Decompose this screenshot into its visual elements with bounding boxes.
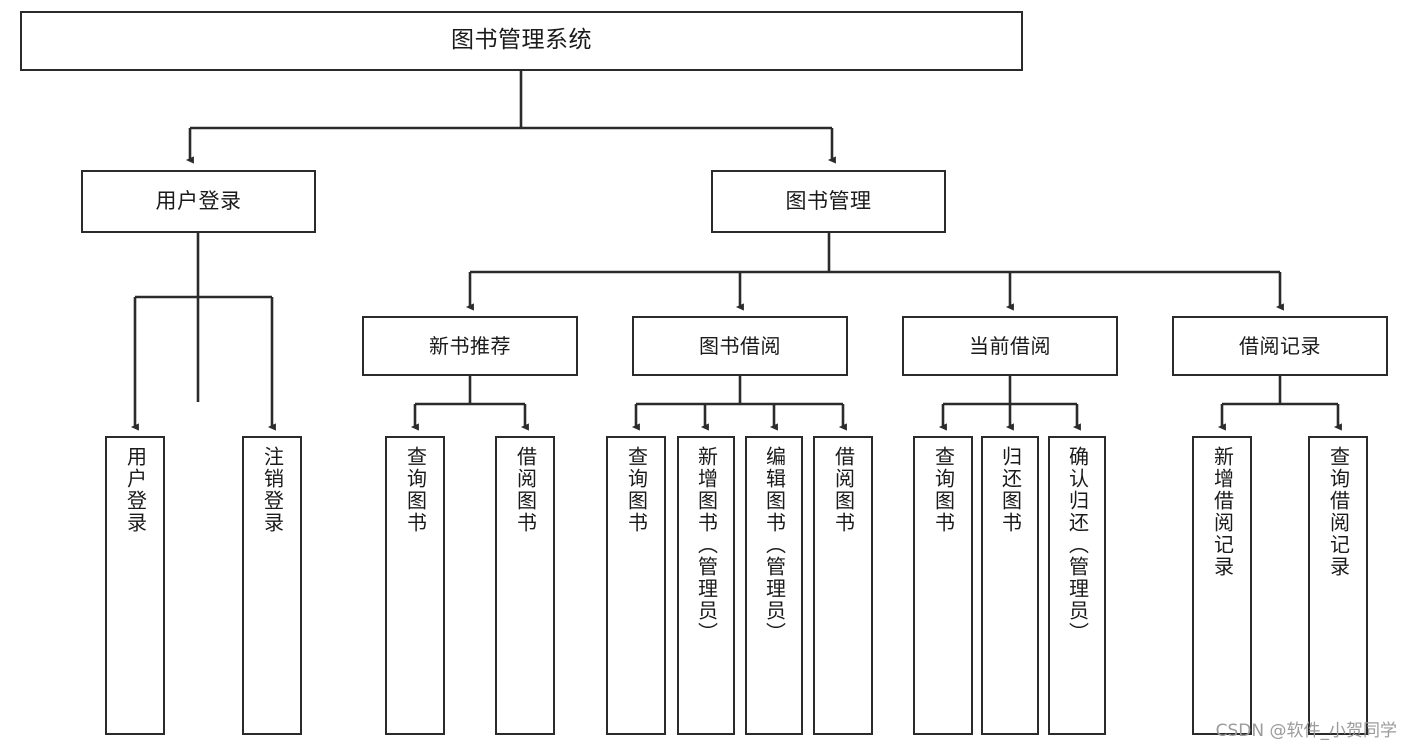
leaf-book-borrow-edit-book-admin[interactable]: 编辑图书（管理员） [745, 436, 803, 735]
node-label: 查询借阅记录 [1326, 446, 1351, 578]
leaf-borrow-record-query-record[interactable]: 查询借阅记录 [1308, 436, 1368, 735]
node-label: 当前借阅 [969, 334, 1051, 358]
node-label: 图书借阅 [699, 334, 781, 358]
leaf-new-book-query-book[interactable]: 查询图书 [385, 436, 445, 735]
leaf-book-borrow-borrow-book[interactable]: 借阅图书 [813, 436, 873, 735]
node-label: 查询图书 [403, 446, 428, 534]
node-label: 用户登录 [123, 446, 148, 534]
node-label: 归还图书 [998, 446, 1023, 534]
leaf-current-borrow-return-book[interactable]: 归还图书 [981, 436, 1039, 735]
node-label: 借阅记录 [1239, 334, 1321, 358]
leaf-new-book-borrow-book[interactable]: 借阅图书 [495, 436, 555, 735]
node-label: 新增借阅记录 [1210, 446, 1235, 578]
node-label: 新书推荐 [429, 334, 511, 358]
node-book-management[interactable]: 图书管理 [711, 170, 946, 233]
node-book-borrow[interactable]: 图书借阅 [632, 316, 848, 376]
node-label: 新增图书（管理员） [694, 446, 719, 644]
node-user-login[interactable]: 用户登录 [81, 170, 316, 233]
node-label: 注销登录 [260, 446, 285, 534]
node-label: 查询图书 [624, 446, 649, 534]
node-label: 图书管理 [785, 188, 872, 213]
node-label: 图书管理系统 [451, 27, 592, 54]
leaf-borrow-record-add-record[interactable]: 新增借阅记录 [1192, 436, 1252, 735]
leaf-current-borrow-query-book[interactable]: 查询图书 [913, 436, 973, 735]
watermark-text: CSDN @软件_小贺同学 [1215, 721, 1397, 741]
node-label: 用户登录 [155, 188, 242, 213]
node-label: 借阅图书 [513, 446, 538, 534]
node-label: 编辑图书（管理员） [762, 446, 787, 644]
leaf-book-borrow-query-book[interactable]: 查询图书 [606, 436, 666, 735]
leaf-current-borrow-confirm-return-admin[interactable]: 确认归还（管理员） [1048, 436, 1106, 735]
node-label: 确认归还（管理员） [1065, 446, 1090, 644]
leaf-user-login-logout[interactable]: 注销登录 [242, 436, 302, 735]
node-current-borrow[interactable]: 当前借阅 [902, 316, 1118, 376]
node-borrow-record[interactable]: 借阅记录 [1172, 316, 1388, 376]
node-root-book-management-system[interactable]: 图书管理系统 [20, 11, 1023, 71]
leaf-book-borrow-add-book-admin[interactable]: 新增图书（管理员） [677, 436, 735, 735]
node-label: 查询图书 [931, 446, 956, 534]
node-new-book-recommend[interactable]: 新书推荐 [362, 316, 578, 376]
node-label: 借阅图书 [831, 446, 856, 534]
leaf-user-login-login[interactable]: 用户登录 [105, 436, 165, 735]
